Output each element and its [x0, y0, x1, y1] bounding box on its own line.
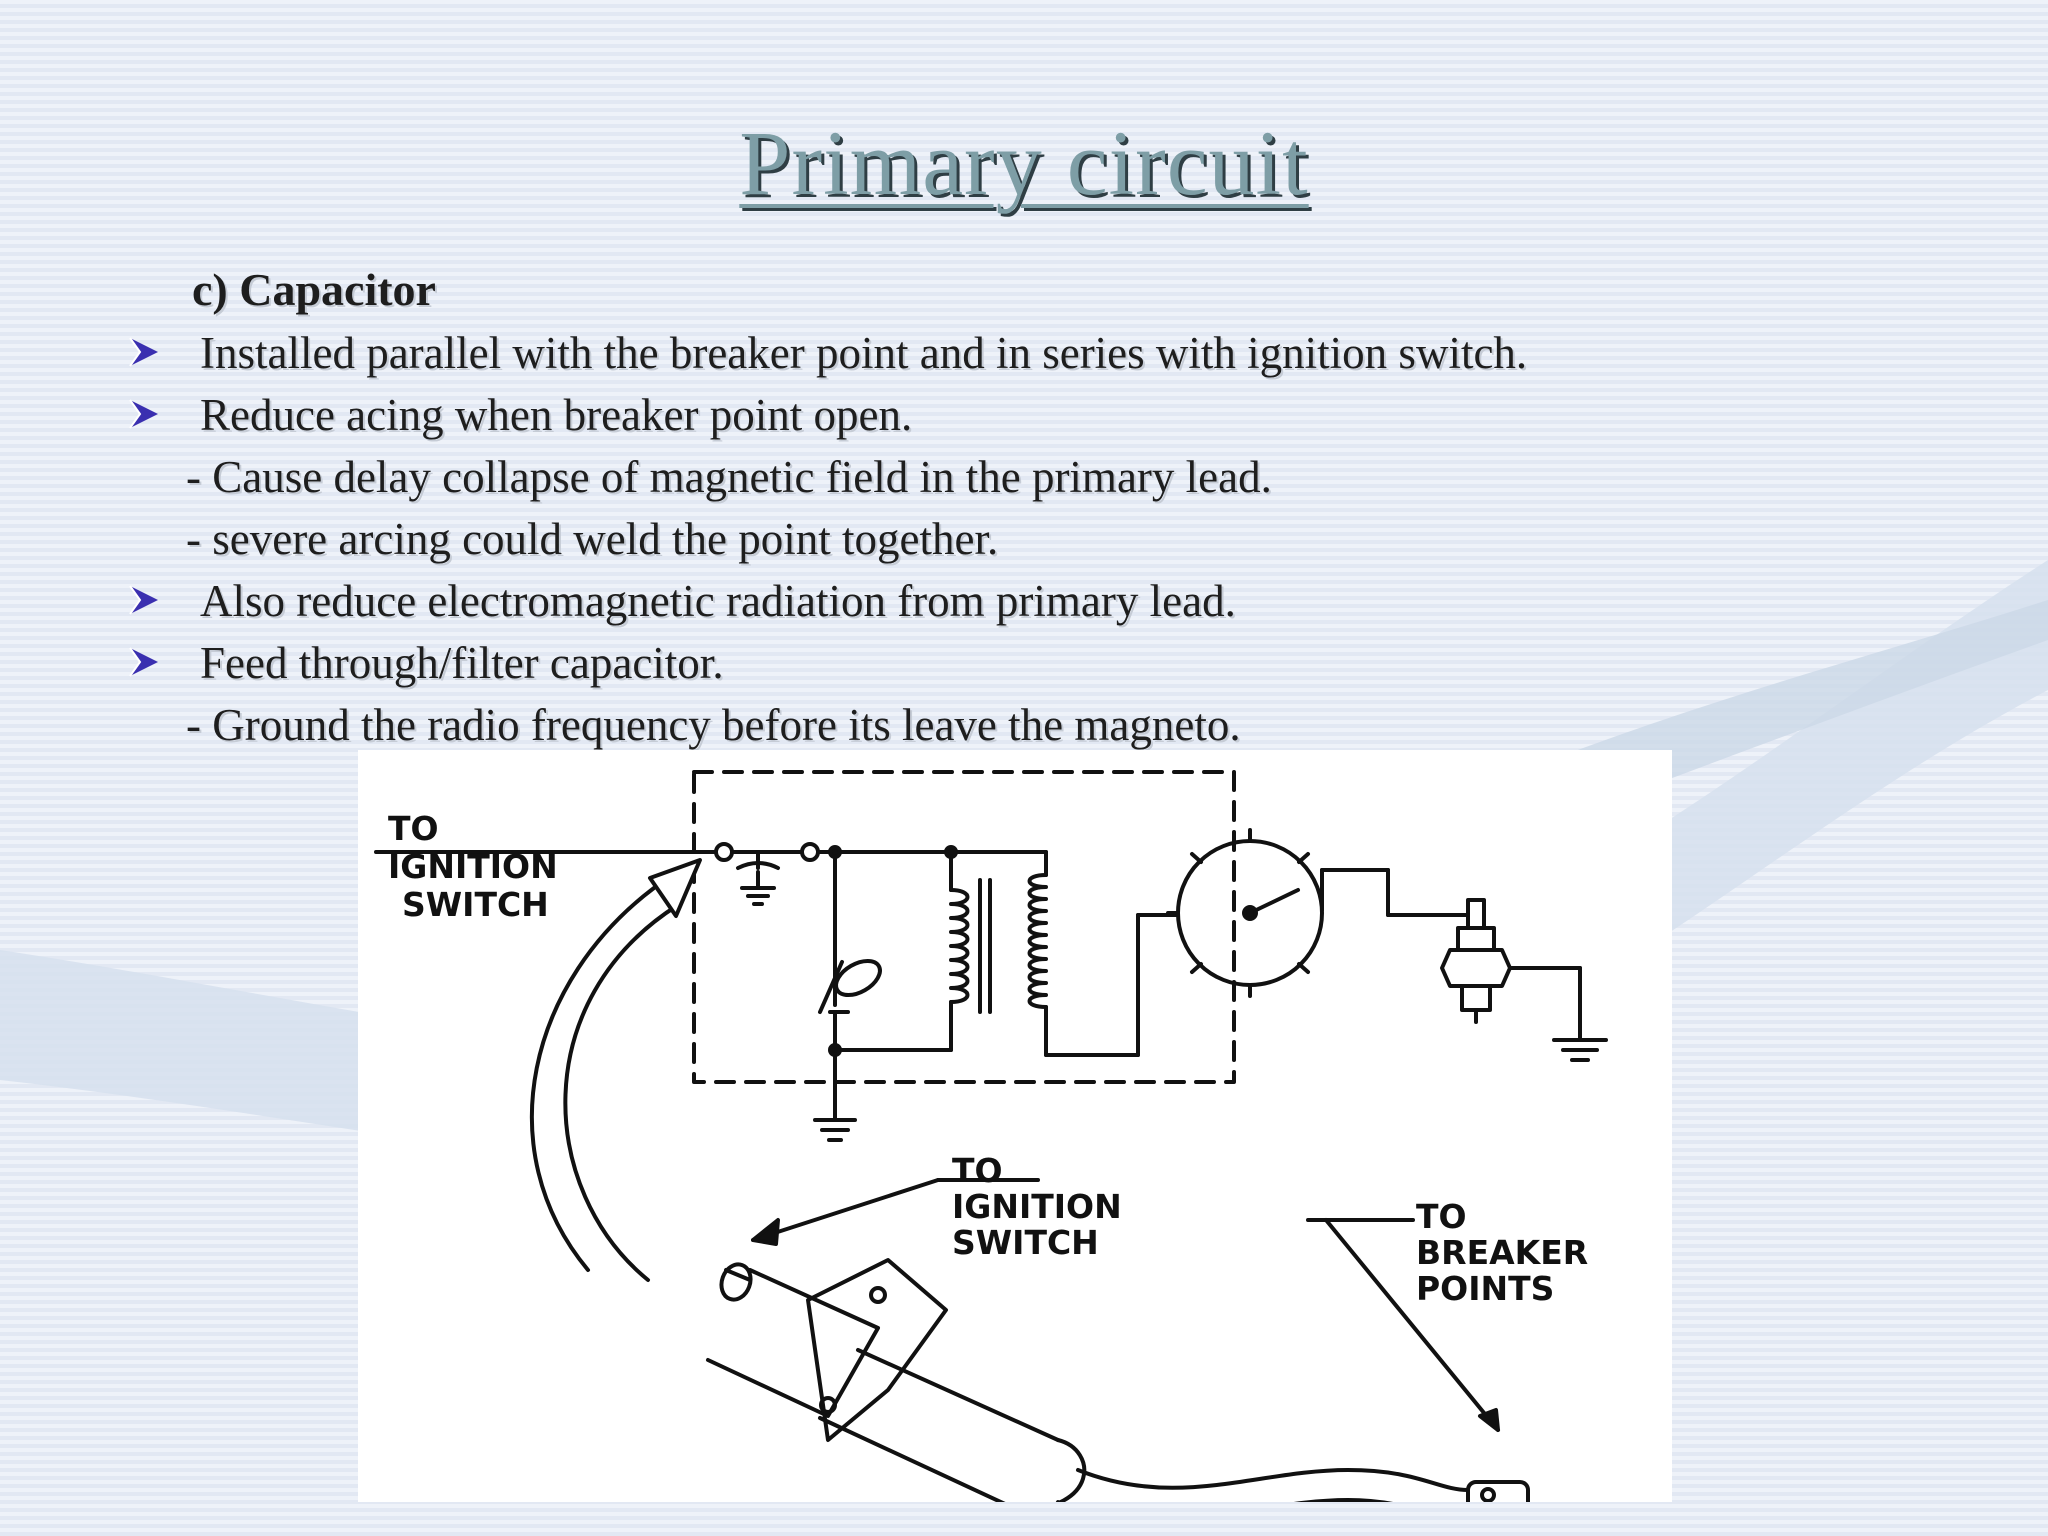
- curved-arrow: [563, 903, 680, 1282]
- label-line: SWITCH: [402, 885, 549, 924]
- spark-plug-symbol: [1440, 898, 1512, 1024]
- arrowhead-bullet-icon: [129, 585, 158, 615]
- bullet-text: Reduce acing when breaker point open.: [200, 390, 913, 440]
- label-top-left-ignition-switch: TO IGNITION SWITCH: [388, 809, 558, 924]
- sub-item-text: - severe arcing could weld the point tog…: [186, 514, 999, 564]
- distributor-symbol: [1166, 828, 1324, 998]
- arrowhead-bullet-icon: [129, 337, 158, 367]
- ground-symbol: [1552, 1038, 1608, 1062]
- label-bottom-ignition-switch: TO IGNITION SWITCH: [952, 1151, 1122, 1262]
- label-line: BREAKER: [1416, 1233, 1588, 1272]
- ground-symbol: [813, 1118, 857, 1142]
- label-line: IGNITION: [388, 847, 558, 886]
- bullet-text: Installed parallel with the breaker poin…: [200, 328, 1528, 378]
- slide-title: Primary circuit: [739, 112, 1309, 214]
- label-line: POINTS: [1416, 1269, 1554, 1308]
- label-line: TO: [388, 809, 439, 848]
- primary-coil: [949, 888, 970, 1004]
- feed-through-capacitor-drawing: [706, 1258, 1530, 1528]
- label-line: IGNITION: [952, 1187, 1122, 1226]
- bullet-text: Feed through/filter capacitor.: [200, 638, 724, 688]
- circuit-diagram: TO IGNITION SWITCH TO IGNITION SWITCH TO…: [358, 750, 1672, 1528]
- arrowhead-bullet-icon: [129, 647, 158, 677]
- label-line: TO: [952, 1151, 1003, 1190]
- breaker-points-symbol: [818, 958, 882, 1014]
- secondary-coil: [1027, 873, 1048, 1009]
- circuit-diagram-svg: TO IGNITION SWITCH TO IGNITION SWITCH TO…: [374, 770, 1608, 1528]
- capacitor-symbol: [736, 850, 780, 906]
- label-breaker-points: TO BREAKER POINTS: [1416, 1197, 1588, 1308]
- bullet-text: Also reduce electromagnetic radiation fr…: [200, 576, 1236, 626]
- sub-item-text: - Cause delay collapse of magnetic field…: [186, 452, 1272, 502]
- label-line: SWITCH: [952, 1223, 1099, 1262]
- subheading: c) Capacitor: [192, 264, 436, 315]
- magneto-housing-outline: [692, 770, 1236, 1084]
- sub-item-text: - Ground the radio frequency before its …: [186, 700, 1241, 750]
- arrowhead-bullet-icon: [129, 399, 158, 429]
- label-line: TO: [1416, 1197, 1467, 1236]
